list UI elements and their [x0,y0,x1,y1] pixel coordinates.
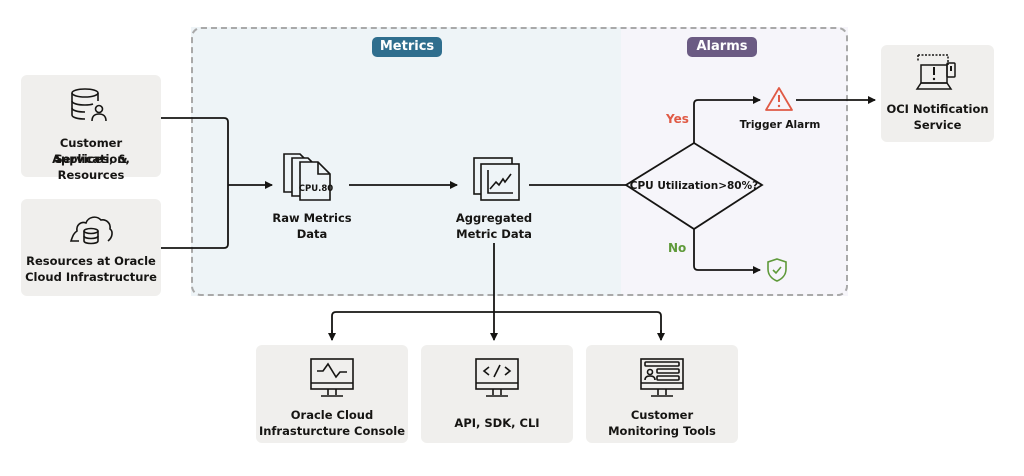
source-merge-line [161,117,229,249]
processing-region-border [191,27,848,296]
consumer-label-line1: Oracle Cloud [290,408,374,422]
consumer-label-line2: Infrasturcture Console [258,424,406,438]
source-label-line1: Resources at Oracle [26,254,156,268]
no-arrow [693,229,761,274]
yes-label: Yes [666,112,689,126]
decision-diamond [624,141,764,231]
no-label: No [668,241,687,255]
monitor-code-icon [475,358,519,397]
raw-metrics-label-line1: Raw Metrics [272,211,352,225]
decision-label: CPU Utilization>80%? [629,180,759,192]
source-label-line1: Customer Application, [52,136,130,166]
source-label-line2: Cloud Infrastructure [25,270,157,284]
yes-arrow [693,96,761,143]
source-label-line2: Services, & Resources [54,152,128,182]
consumer-card-oci-console: Oracle Cloud Infrasturcture Console [256,345,408,443]
shield-check-icon [767,258,787,282]
aggregated-label-line2: Metric Data [456,227,532,241]
cloud-database-icon [69,216,113,245]
chart-documents-icon [473,157,520,201]
consumer-label-line2: Monitoring Tools [608,424,716,438]
metrics-badge: Metrics [372,37,442,57]
monitor-pulse-icon [310,358,354,397]
notification-service-card: OCI Notification Service [881,45,994,142]
doc-text: CPU.80 [299,184,334,194]
raw-metrics-label-line2: Data [296,227,328,241]
database-user-icon [71,88,107,122]
documents-icon: CPU.80 [283,153,334,201]
monitor-dashboard-icon [640,358,684,397]
alarms-badge: Alarms [687,37,757,57]
notification-label-line1: OCI Notification [886,102,989,116]
consumer-label-line1: API, SDK, CLI [454,416,540,430]
metrics-region [191,27,621,296]
consumer-label-line1: Customer [630,408,694,422]
alarms-region [621,27,848,296]
warning-triangle-icon [765,87,793,111]
source-card-customer-apps: Customer Application, Services, & Resour… [21,75,161,182]
trigger-alarm-label: Trigger Alarm [739,119,821,131]
notification-label-line2: Service [913,118,962,132]
source-card-oci-resources: Resources at Oracle Cloud Infrastructure [21,199,161,296]
aggregated-label-line1: Aggregated [455,211,533,225]
fanout-line [331,311,662,340]
laptop-alert-icon [915,54,956,90]
consumer-card-api-sdk-cli: API, SDK, CLI [421,345,573,443]
consumer-card-monitoring-tools: Customer Monitoring Tools [586,345,738,443]
